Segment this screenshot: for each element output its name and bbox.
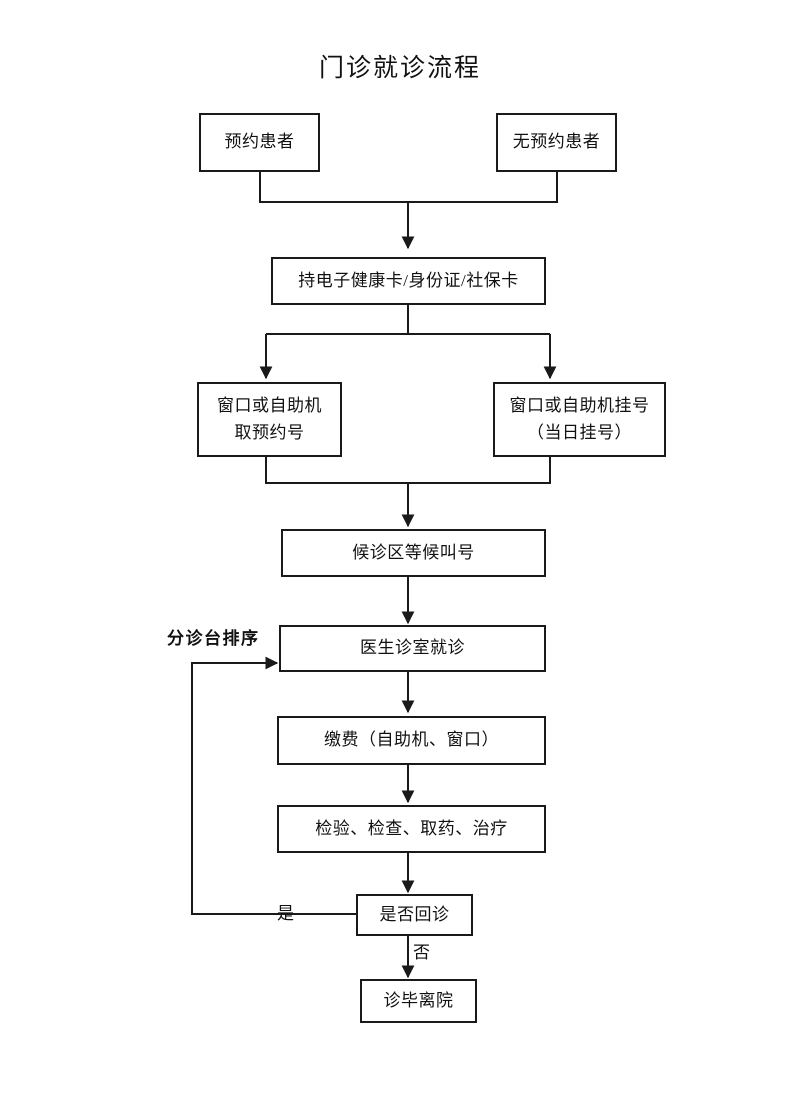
connector-return-loop xyxy=(191,656,356,915)
node-label: 医生诊室就诊 xyxy=(360,638,465,658)
edge-label-yes: 是 xyxy=(277,904,295,923)
node-walkin-patient[interactable]: 无预约患者 xyxy=(496,113,617,172)
node-take-reserved-number[interactable]: 窗口或自助机 取预约号 xyxy=(197,382,342,457)
node-wait-for-call[interactable]: 候诊区等候叫号 xyxy=(281,529,546,577)
node-label: 缴费（自助机、窗口） xyxy=(324,730,499,750)
node-label: 无预约患者 xyxy=(512,132,601,152)
node-label: 持电子健康卡/身份证/社保卡 xyxy=(298,270,519,290)
node-label: 窗口或自助机挂号 xyxy=(509,396,650,416)
connector-top-merge xyxy=(259,172,558,203)
node-label-line2: （当日挂号） xyxy=(527,422,632,442)
node-label: 是否回诊 xyxy=(379,904,450,924)
node-label: 候诊区等候叫号 xyxy=(352,542,475,562)
node-doctor-consultation[interactable]: 医生诊室就诊 xyxy=(279,625,546,672)
node-payment[interactable]: 缴费（自助机、窗口） xyxy=(277,716,546,765)
node-discharge[interactable]: 诊毕离院 xyxy=(360,979,477,1023)
node-register-same-day[interactable]: 窗口或自助机挂号 （当日挂号） xyxy=(493,382,666,457)
node-present-card[interactable]: 持电子健康卡/身份证/社保卡 xyxy=(271,257,546,305)
node-label: 预约患者 xyxy=(224,132,295,152)
node-appointment-patient[interactable]: 预约患者 xyxy=(199,113,320,172)
node-tests-and-treatment[interactable]: 检验、检查、取药、治疗 xyxy=(277,805,546,853)
node-return-decision[interactable]: 是否回诊 xyxy=(356,894,473,936)
node-label: 检验、检查、取药、治疗 xyxy=(315,818,508,838)
node-label: 诊毕离院 xyxy=(383,990,454,1010)
connector-registration-merge xyxy=(265,457,551,484)
edge-label-no: 否 xyxy=(413,943,431,962)
page-title: 门诊就诊流程 xyxy=(318,55,481,82)
node-label: 窗口或自助机 xyxy=(217,396,322,416)
edge-label-triage-sort: 分诊台排序 xyxy=(167,629,260,648)
node-label-line2: 取预约号 xyxy=(234,422,305,442)
